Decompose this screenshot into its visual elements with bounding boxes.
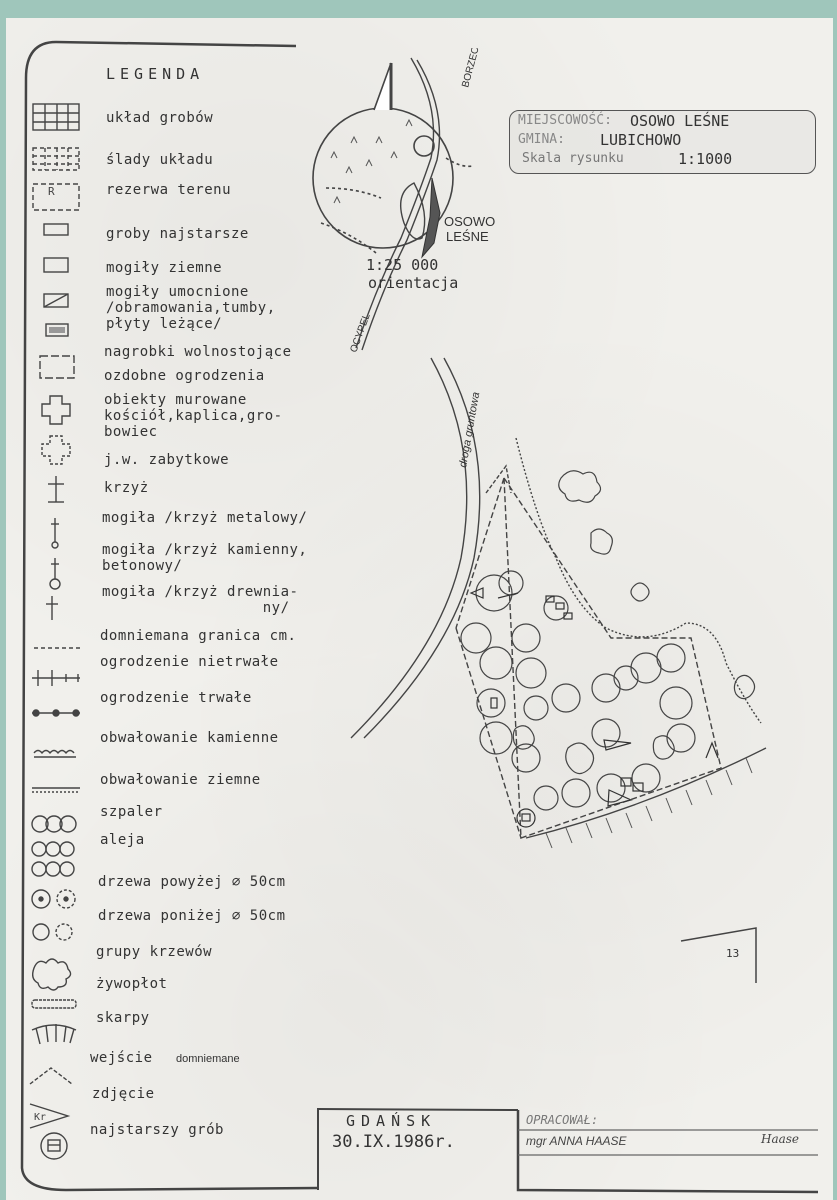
legend-label: mogiły umocnione /obramowania,tumby, pły… <box>106 284 276 332</box>
legend-label: wejście <box>90 1050 153 1066</box>
oldest-graves-icon <box>43 223 69 236</box>
legend-label: groby najstarsze <box>106 226 249 242</box>
footer-date: 30.IX.1986r. <box>332 1132 455 1152</box>
legend-label: krzyż <box>104 480 149 496</box>
entrance-icon <box>29 1067 73 1085</box>
legend-label: najstarszy grób <box>90 1122 224 1138</box>
slopes-icon <box>31 1024 77 1045</box>
legend-label: ogrodzenie nietrwałe <box>100 654 279 670</box>
orientation-map: BORZECHOWO OCYPEL OSOWO LEŚNE <box>312 48 495 354</box>
legend-label: ozdobne ogrodzenia <box>104 368 265 384</box>
commune-value: LUBICHOWO <box>600 131 682 149</box>
legend-label: skarpy <box>96 1010 150 1026</box>
legend-label: mogiła /krzyż metalowy/ <box>102 510 308 526</box>
legend-label: żywopłot <box>96 976 168 992</box>
site-plan: droga gruntowa <box>350 357 767 849</box>
grave-markers <box>469 587 719 828</box>
map-sheet: LEGENDA <box>6 18 833 1200</box>
temporary-fence-icon <box>32 670 80 686</box>
small-trees-icon <box>32 923 73 941</box>
commune-label: GMINA: <box>518 132 565 147</box>
legend-label: zdjęcie <box>92 1086 155 1102</box>
author-signature: Haase <box>761 1132 800 1146</box>
reserve-symbol-text: R <box>48 185 55 198</box>
legend-label: drzewa poniżej ∅ 50cm <box>98 908 286 924</box>
tree-row-icon <box>31 815 77 833</box>
sheet-number: 13 <box>726 947 739 960</box>
layout-traces-icon <box>32 147 80 171</box>
legend-label-note: domniemane <box>176 1053 240 1065</box>
title-stamp: MIEJSCOWOŚĆ: OSOWO LEŚNE GMINA: LUBICHOW… <box>509 110 816 174</box>
legend-label: domniemana granica cm. <box>100 628 297 644</box>
legend-label: j.w. zabytkowe <box>104 452 230 468</box>
earth-embankment-icon <box>32 787 80 793</box>
legend-label: mogiły ziemne <box>106 260 223 276</box>
decorative-fence-icon <box>39 355 75 379</box>
legend-label: nagrobki wolnostojące <box>104 344 292 360</box>
brick-objects-icon <box>41 395 71 425</box>
road-label-north: BORZECHOWO <box>460 48 490 89</box>
wooden-cross-grave-icon <box>46 596 58 620</box>
land-reserve-icon <box>32 183 80 211</box>
shrub-group-icon <box>31 958 72 991</box>
place-label-1: OSOWO <box>444 214 495 229</box>
legend-label: mogiła /krzyż drewnia- ny/ <box>102 584 299 616</box>
legend-label: szpaler <box>100 804 163 820</box>
stone-embankment-icon <box>33 749 76 758</box>
hedge-line <box>515 437 762 724</box>
legend-label: mogiła /krzyż kamienny, betonowy/ <box>102 542 308 574</box>
photo-symbol-text: Kr <box>34 1112 46 1123</box>
sheet-frame <box>20 40 819 1194</box>
scale-value: 1:1000 <box>678 150 733 168</box>
legend-symbols: R Kr <box>29 103 80 1160</box>
avenue-icon <box>31 841 75 877</box>
prepared-label: OPRACOWAŁ: <box>526 1113 599 1127</box>
place-label-2: LEŚNE <box>446 229 489 244</box>
legend-label: ślady układu <box>106 152 214 168</box>
reinforced-graves-icon <box>43 293 69 308</box>
location-label: MIEJSCOWOŚĆ: <box>518 113 612 128</box>
entrance-marker <box>485 464 512 494</box>
stone-cross-grave-icon <box>49 558 61 590</box>
legend-label: drzewa powyżej ∅ 50cm <box>98 874 286 890</box>
legend-label: obwałowanie ziemne <box>100 772 261 788</box>
trees <box>460 570 696 811</box>
legend-label: obwałowanie kamienne <box>100 730 279 746</box>
earth-graves-icon <box>43 257 69 273</box>
legend-title: LEGENDA <box>106 65 205 83</box>
cemetery-boundary <box>503 475 722 839</box>
legend-label: ogrodzenie trwałe <box>100 690 252 706</box>
historic-objects-icon <box>41 435 71 465</box>
location-value: OSOWO LEŚNE <box>630 112 730 130</box>
scale-label: Skala rysunku <box>522 151 624 166</box>
orientation-caption: orientacja <box>368 274 459 292</box>
legend-label: aleja <box>100 832 145 848</box>
photo-icon <box>29 1103 71 1129</box>
author-name: mgr ANNA HAASE <box>526 1134 627 1148</box>
legend-label: grupy krzewów <box>96 944 213 960</box>
oldest-grave-icon <box>40 1132 68 1160</box>
shrub-groups <box>512 470 756 775</box>
footer-city: GDAŃSK <box>346 1112 437 1130</box>
legend-label: rezerwa terenu <box>106 182 232 198</box>
legend-label: obiekty murowane kościół,kaplica,gro- bo… <box>104 392 283 440</box>
large-trees-icon <box>31 889 76 909</box>
slope <box>525 747 767 839</box>
permanent-fence-icon <box>32 709 80 717</box>
legend-label: układ grobów <box>106 110 214 126</box>
standing-headstones-icon <box>45 323 69 337</box>
dirt-road <box>350 357 468 739</box>
orientation-scale: 1:25 000 <box>366 256 439 274</box>
road-label: droga gruntowa <box>457 391 482 468</box>
metal-cross-grave-icon <box>51 518 59 549</box>
sheet-number-corner: 13 <box>680 927 757 983</box>
grave-layout-icon <box>32 103 80 131</box>
cross-icon <box>48 476 64 503</box>
hedge-icon <box>31 999 77 1009</box>
